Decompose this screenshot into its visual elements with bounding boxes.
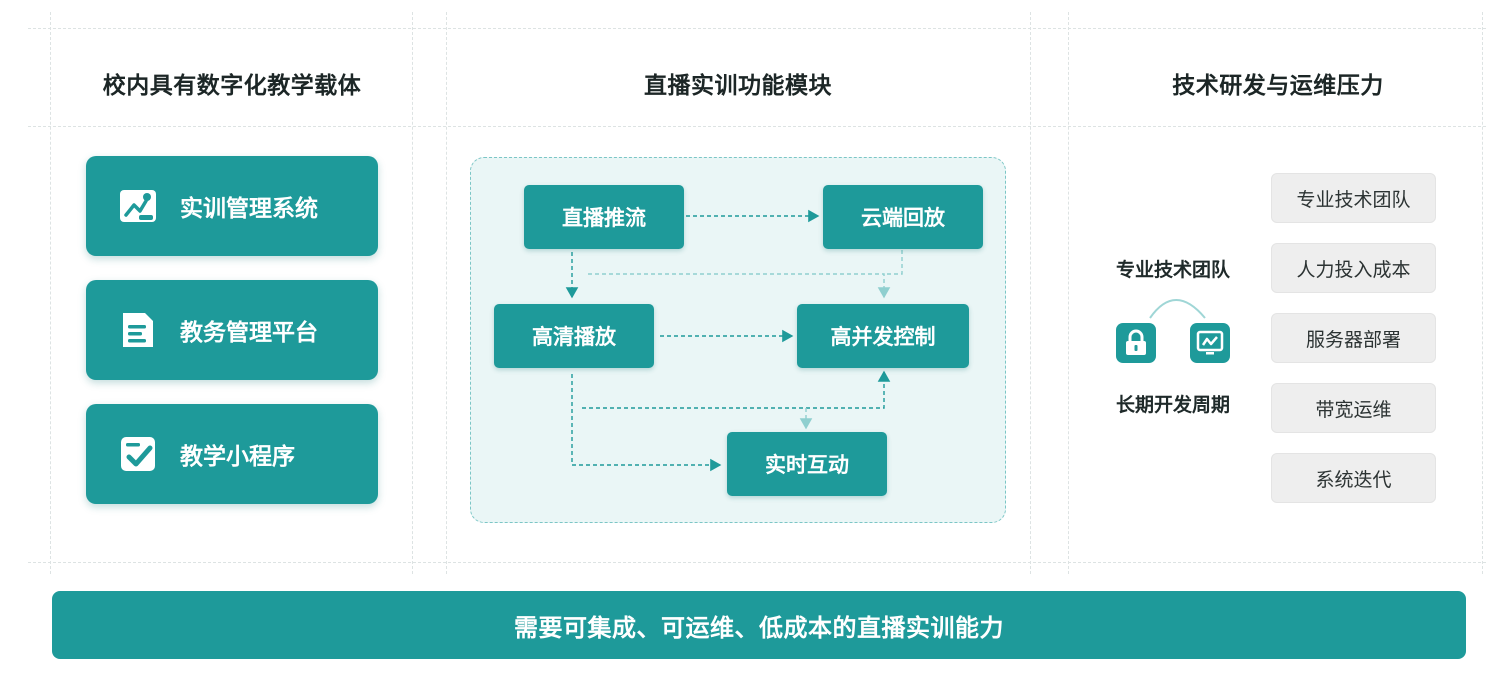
carrier-label: 教学小程序 [180, 444, 295, 470]
module-live-push[interactable]: 直播推流 [524, 185, 684, 249]
column-title-pressure: 技术研发与运维压力 [1172, 73, 1384, 99]
module-cloud-playback[interactable]: 云端回放 [823, 185, 983, 249]
pressure-item-server-deploy: 服务器部署 [1271, 313, 1436, 363]
document-icon [116, 308, 160, 352]
pressure-item-bandwidth: 带宽运维 [1271, 383, 1436, 433]
column-title-carriers: 校内具有数字化教学载体 [102, 73, 362, 99]
pressure-item-iteration: 系统迭代 [1271, 453, 1436, 503]
pressure-item-labor-cost: 人力投入成本 [1271, 243, 1436, 293]
module-realtime-interaction[interactable]: 实时互动 [727, 432, 887, 496]
arrow-hd-to-realtime [571, 374, 722, 472]
conclusion-banner: 需要可集成、可运维、低成本的直播实训能力 [52, 591, 1466, 659]
arrow-feedback-to-concurrency [582, 370, 891, 409]
pressure-label-cycle: 长期开发周期 [1115, 394, 1230, 416]
module-high-concurrency[interactable]: 高并发控制 [797, 304, 969, 368]
guide-line-col4 [1030, 12, 1031, 574]
guide-line-col2 [412, 12, 413, 574]
monitor-pulse-icon [1190, 323, 1230, 363]
guide-line-header [28, 126, 1486, 127]
lock-icon [1116, 323, 1156, 363]
carrier-mini-program[interactable]: 教学小程序 [86, 404, 378, 504]
pressure-label-team: 专业技术团队 [1115, 259, 1230, 281]
pressure-item-team: 专业技术团队 [1271, 173, 1436, 223]
carrier-label: 教务管理平台 [180, 320, 318, 346]
arrow-cloud-to-concurrency [884, 250, 903, 275]
guide-line-bottom [28, 562, 1486, 563]
guide-line-col6 [1482, 12, 1483, 574]
guide-line-col5 [1068, 12, 1069, 574]
module-hd-playback[interactable]: 高清播放 [494, 304, 654, 368]
carrier-academic-platform[interactable]: 教务管理平台 [86, 280, 378, 380]
carrier-training-management[interactable]: 实训管理系统 [86, 156, 378, 256]
guide-line-col1 [50, 12, 51, 574]
carrier-label: 实训管理系统 [180, 196, 318, 222]
training-management-icon [116, 184, 160, 228]
column-title-modules: 直播实训功能模块 [644, 73, 832, 99]
guide-line-col3 [446, 12, 447, 574]
arrow-push-to-concurrency [588, 273, 891, 299]
checklist-icon [116, 432, 160, 476]
guide-line-top [28, 28, 1486, 29]
